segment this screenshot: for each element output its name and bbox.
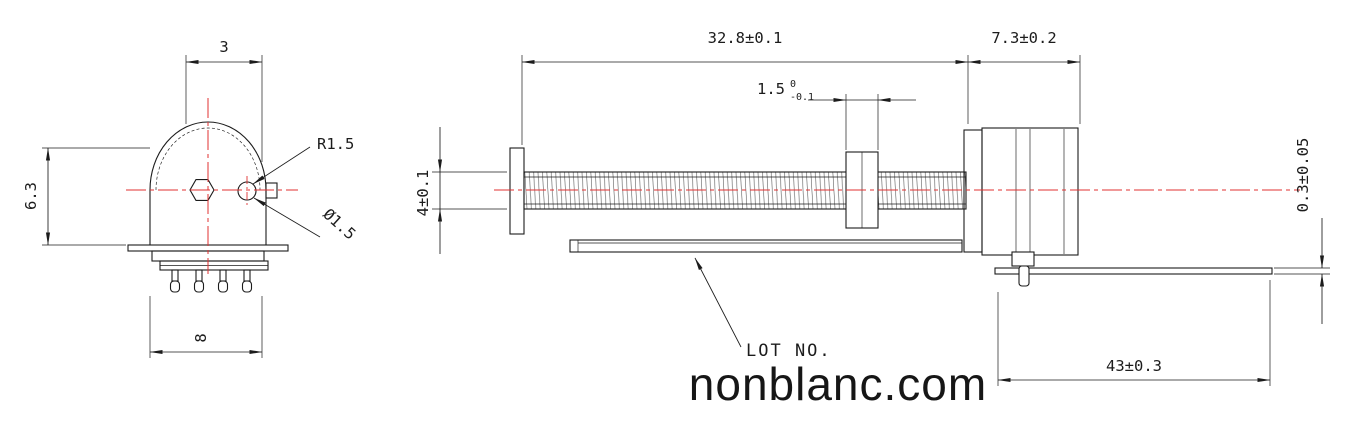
dim-text-height: 6.3 bbox=[22, 182, 40, 210]
front-flange bbox=[509, 147, 525, 235]
knurl-texture-arc bbox=[155, 127, 261, 191]
pin-stem bbox=[171, 269, 179, 282]
motor-terminal-pin bbox=[1018, 265, 1030, 287]
lot-number-label: LOT NO. bbox=[746, 341, 832, 361]
dim-text-slider-tol-upper: 0 bbox=[790, 79, 796, 90]
dim-text-bottom-width: 8 bbox=[192, 333, 210, 342]
watermark-text: nonblanc.com bbox=[689, 358, 987, 410]
centerlines bbox=[126, 98, 1300, 274]
support-bracket bbox=[569, 239, 963, 253]
diameter-leader-line bbox=[253, 197, 321, 238]
dim-text-motor-length: 7.3±0.2 bbox=[991, 29, 1056, 47]
pin-tip bbox=[193, 280, 205, 293]
pin bbox=[193, 269, 205, 293]
dim-text-top-width: 3 bbox=[219, 38, 228, 56]
motor-front-plate bbox=[963, 129, 983, 253]
pin bbox=[241, 269, 253, 293]
pin-tip bbox=[169, 280, 181, 293]
dim-text-slider-tol-lower: -0.1 bbox=[790, 92, 814, 103]
pin bbox=[169, 269, 181, 293]
dim-text-body-length: 32.8±0.1 bbox=[708, 29, 783, 47]
motor-can-outline bbox=[149, 121, 267, 246]
pin-stem bbox=[219, 269, 227, 282]
dim-text-plate-thickness: 0.3±0.05 bbox=[1294, 138, 1312, 213]
pin-stem bbox=[243, 269, 251, 282]
radius-label: R1.5 bbox=[317, 135, 354, 153]
pin bbox=[217, 269, 229, 293]
dim-text-shaft-diameter: 4±0.1 bbox=[414, 170, 432, 217]
pin-tip bbox=[241, 280, 253, 293]
dimensions: 3 6.3 8 R1.5 Ø1.5 32.8±0.1 7.3±0.2 1.5 0… bbox=[22, 29, 1330, 386]
diameter-label: Ø1.5 bbox=[319, 205, 359, 243]
pin-stem bbox=[195, 269, 203, 282]
pin-tip bbox=[217, 280, 229, 293]
lot-leader-line bbox=[694, 257, 742, 348]
side-view bbox=[509, 127, 1273, 287]
radius-leader-line bbox=[252, 146, 311, 185]
extension-lines bbox=[42, 55, 1330, 386]
motor-terminal-block bbox=[1011, 251, 1035, 267]
motor-lamination-lines bbox=[1015, 129, 1065, 254]
dim-text-slider-value: 1.5 bbox=[757, 80, 785, 98]
thread-crest-lines bbox=[524, 176, 966, 205]
support-bracket-inner-line bbox=[577, 240, 962, 252]
mounting-plate bbox=[994, 267, 1273, 275]
dim-text-overall-length: 43±0.3 bbox=[1106, 357, 1162, 375]
